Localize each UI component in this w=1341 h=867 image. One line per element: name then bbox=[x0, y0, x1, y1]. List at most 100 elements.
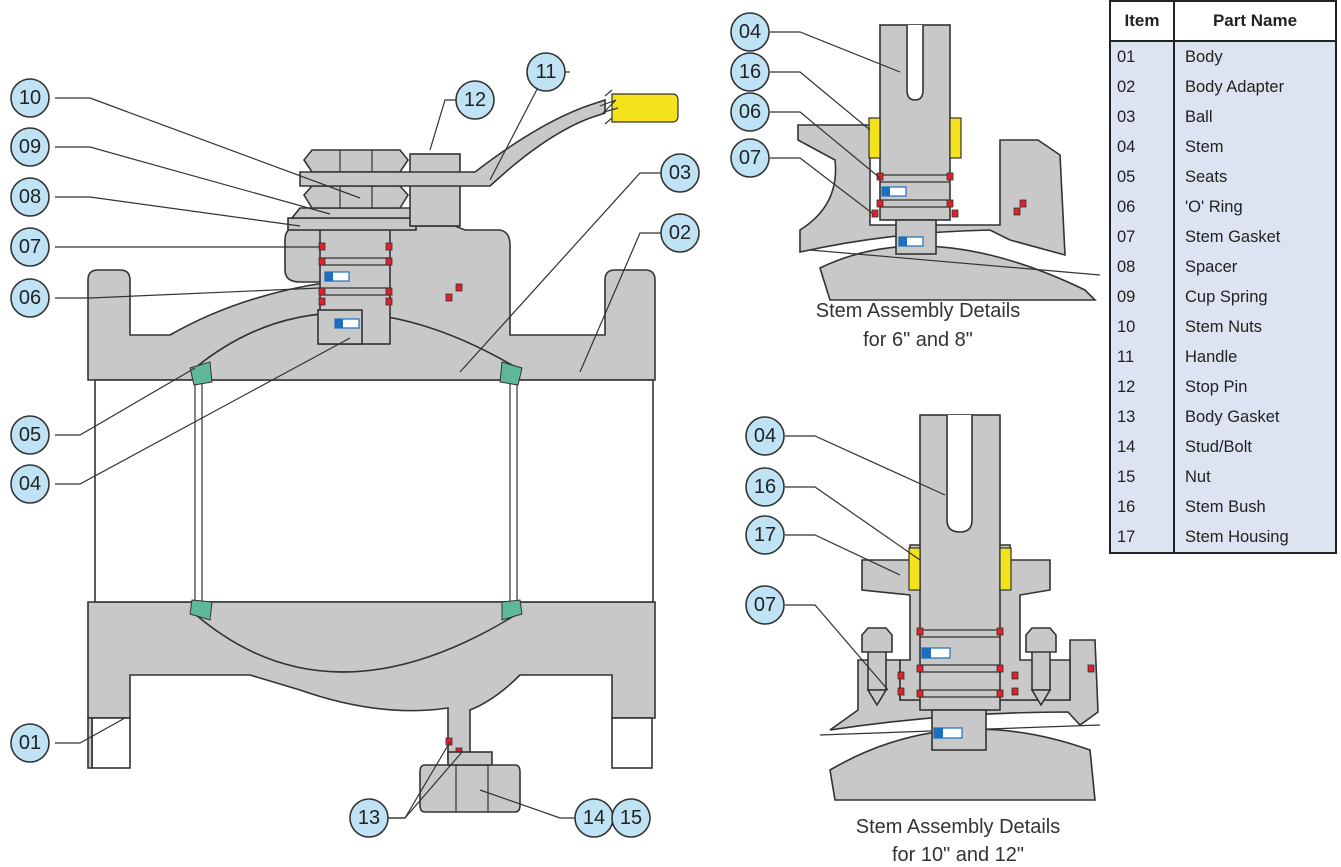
main-valve-assembly bbox=[87, 89, 679, 813]
callout-detail-a-07: 07 bbox=[739, 147, 761, 169]
stem-nut-upper bbox=[303, 149, 409, 173]
seat-bottom-left bbox=[189, 599, 213, 621]
detail-b-nut-right bbox=[1025, 627, 1057, 653]
callout-03: 03 bbox=[669, 162, 691, 184]
table-row: 04 Stem bbox=[1110, 132, 1336, 162]
item-number: 14 bbox=[1110, 432, 1175, 462]
ball-lower bbox=[194, 601, 518, 673]
item-number: 15 bbox=[1110, 462, 1175, 492]
item-number: 05 bbox=[1110, 162, 1175, 192]
detail-a-stem-bush-left bbox=[868, 117, 881, 159]
detail-b-stem-bush-right bbox=[999, 547, 1012, 591]
item-number: 16 bbox=[1110, 492, 1175, 522]
detail-b-body bbox=[829, 639, 1099, 731]
part-name: Body Adapter bbox=[1185, 78, 1285, 96]
callout-09: 09 bbox=[19, 136, 41, 158]
callout-13: 13 bbox=[358, 807, 380, 829]
table-row: 03 Ball bbox=[1110, 102, 1336, 132]
item-number: 10 bbox=[1110, 312, 1175, 342]
seat-top-left bbox=[189, 361, 213, 386]
item-number: 17 bbox=[1110, 522, 1175, 553]
detail-b-stem-bush-left bbox=[908, 547, 921, 591]
detail-b-caption-line2: for 10" and 12" bbox=[892, 844, 1024, 866]
stop-pin bbox=[409, 153, 461, 227]
part-name: Stem Housing bbox=[1185, 528, 1289, 546]
seat-top-right bbox=[499, 361, 523, 386]
part-name: Seats bbox=[1185, 168, 1228, 186]
callout-02: 02 bbox=[669, 222, 691, 244]
handle-grip bbox=[611, 93, 679, 123]
part-name: Stop Pin bbox=[1185, 378, 1248, 396]
detail-a-ball bbox=[819, 245, 1097, 301]
parts-table-header: Item Part Name bbox=[1110, 1, 1336, 42]
item-number: 12 bbox=[1110, 372, 1175, 402]
flange-left-bottom bbox=[87, 717, 93, 769]
table-row: 10 Stem Nuts bbox=[1110, 312, 1336, 342]
part-name: Ball bbox=[1185, 108, 1213, 126]
cup-spring bbox=[290, 207, 420, 219]
body-lower-section bbox=[87, 601, 656, 761]
callout-15: 15 bbox=[620, 807, 642, 829]
item-number: 04 bbox=[1110, 132, 1175, 162]
detail-a-caption-line1: Stem Assembly Details bbox=[816, 300, 1021, 322]
parts-list-table: Item Part Name 01 Body 02 Body Adapter 03 Bal… bbox=[1109, 0, 1337, 554]
leader-lines bbox=[55, 31, 946, 819]
table-row: 05 Seats bbox=[1110, 162, 1336, 192]
bore-opening bbox=[94, 379, 654, 603]
item-number: 08 bbox=[1110, 252, 1175, 282]
part-name: Stem Gasket bbox=[1185, 228, 1281, 246]
item-number: 01 bbox=[1110, 41, 1175, 72]
table-row: 12 Stop Pin bbox=[1110, 372, 1336, 402]
callout-11: 11 bbox=[536, 61, 557, 83]
table-row: 01 Body bbox=[1110, 41, 1336, 72]
item-number: 02 bbox=[1110, 72, 1175, 102]
detail-a-housing bbox=[797, 124, 1066, 257]
callout-detail-b-07: 07 bbox=[754, 594, 776, 616]
callout-detail-b-04: 04 bbox=[754, 425, 776, 447]
table-row: 06 'O' Ring bbox=[1110, 192, 1336, 222]
stem-detail-10-12-inch bbox=[819, 414, 1100, 801]
callout-14: 14 bbox=[583, 807, 605, 829]
callout-12: 12 bbox=[464, 89, 486, 111]
detail-b-caption-line1: Stem Assembly Details bbox=[856, 816, 1061, 838]
handle bbox=[299, 98, 606, 187]
table-row: 08 Spacer bbox=[1110, 252, 1336, 282]
callout-04: 04 bbox=[19, 473, 41, 495]
callout-bubbles: 10 09 08 07 06 05 04 01 11 12 03 02 13 1… bbox=[10, 12, 785, 838]
part-name: Handle bbox=[1185, 348, 1238, 366]
part-name: Stem bbox=[1185, 138, 1224, 156]
part-name: Spacer bbox=[1185, 258, 1238, 276]
spacer bbox=[287, 217, 417, 231]
callout-detail-b-16: 16 bbox=[754, 476, 776, 498]
callout-07: 07 bbox=[19, 236, 41, 258]
callout-detail-a-04: 04 bbox=[739, 21, 761, 43]
item-number: 06 bbox=[1110, 192, 1175, 222]
valve-cross-section-diagram: .m{fill:#c8c8c8;stroke:#333;stroke-width… bbox=[10, 12, 1100, 866]
callout-01: 01 bbox=[19, 732, 41, 754]
seat-bottom-right bbox=[501, 599, 523, 621]
detail-b-stud-right bbox=[1031, 649, 1051, 691]
header-item: Item bbox=[1110, 1, 1175, 42]
item-number: 07 bbox=[1110, 222, 1175, 252]
table-row: 09 Cup Spring bbox=[1110, 282, 1336, 312]
part-name: Cup Spring bbox=[1185, 288, 1268, 306]
part-name: Stem Nuts bbox=[1185, 318, 1263, 336]
callout-06: 06 bbox=[19, 287, 41, 309]
part-name: Body bbox=[1185, 48, 1223, 66]
detail-a-caption-line2: for 6" and 8" bbox=[863, 329, 973, 351]
item-number: 09 bbox=[1110, 282, 1175, 312]
stud-bolt-nut bbox=[419, 764, 521, 813]
item-number: 03 bbox=[1110, 102, 1175, 132]
callout-detail-b-17: 17 bbox=[754, 524, 776, 546]
detail-b-nut-left bbox=[861, 627, 893, 653]
part-name: 'O' Ring bbox=[1185, 198, 1243, 216]
callout-detail-a-16: 16 bbox=[739, 61, 761, 83]
callout-10: 10 bbox=[19, 87, 41, 109]
